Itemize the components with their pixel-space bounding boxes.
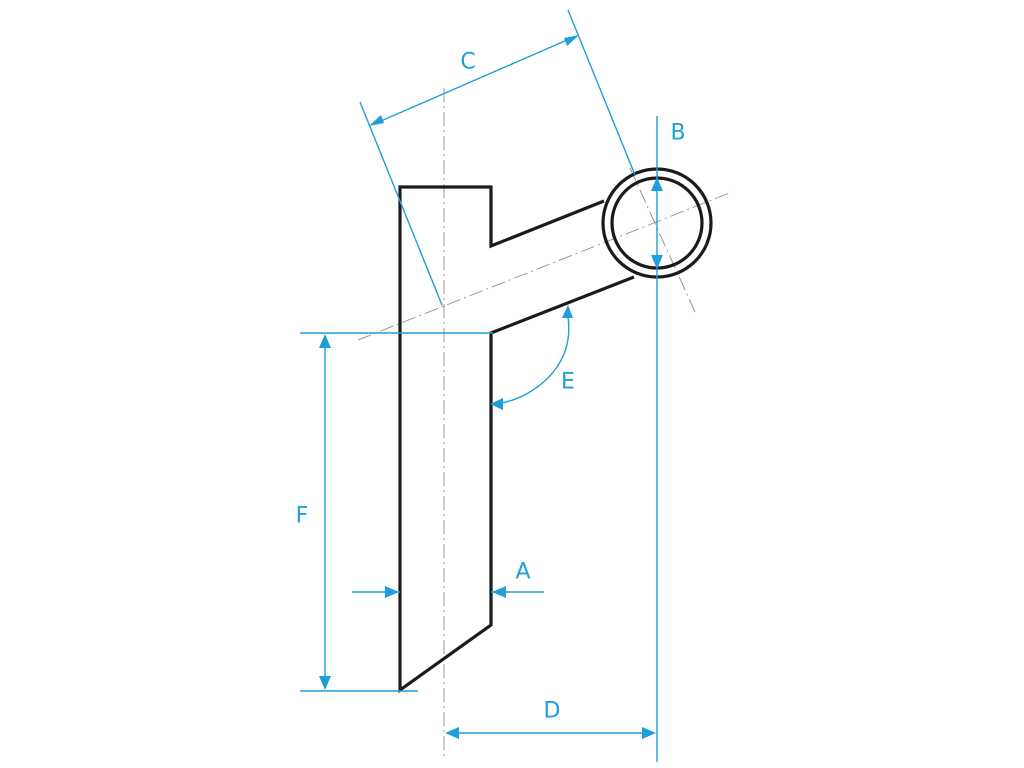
dimension-c-label: C (460, 50, 475, 75)
stem-outline (398, 185, 635, 694)
dimension-a-arrow-right (492, 586, 506, 598)
dimension-f-label: F (296, 504, 309, 529)
dimension-e: E (490, 305, 575, 410)
dimension-b-label: B (670, 121, 685, 146)
dimension-e-label: E (561, 370, 575, 395)
stem-body (398, 167, 713, 694)
dimension-d-arrow-right (642, 727, 656, 739)
dimension-b: B (651, 121, 686, 269)
centerlines (357, 88, 733, 758)
dimension-c: C (369, 35, 579, 126)
ext-c-left (359, 101, 443, 306)
dimension-f-arrow-bottom (319, 676, 331, 690)
dimension-b-arrow-top (651, 177, 663, 191)
stem-centerline (357, 191, 733, 341)
extension-lines (300, 9, 658, 762)
dimension-d-label: D (544, 699, 561, 724)
dimension-d-arrow-left (445, 727, 459, 739)
dimension-e-arrow-bottom (490, 398, 503, 410)
dimension-c-arrow-left (369, 115, 384, 126)
dimension-d: D (445, 699, 656, 739)
dimension-b-arrow-bottom (651, 255, 663, 269)
ext-c-right (567, 9, 636, 176)
dimension-a-arrow-left (385, 586, 399, 598)
dimension-a-label: A (515, 560, 530, 585)
dimension-f-arrow-top (319, 334, 331, 348)
dimension-c-line (373, 36, 575, 125)
clamp-perpendicular-centerline (629, 167, 696, 313)
dimension-f: F (296, 334, 331, 690)
dimension-c-arrow-right (564, 35, 579, 46)
dimension-e-arrow-top (562, 305, 573, 318)
dimension-e-arc (495, 311, 570, 405)
dimension-a: A (385, 560, 531, 598)
